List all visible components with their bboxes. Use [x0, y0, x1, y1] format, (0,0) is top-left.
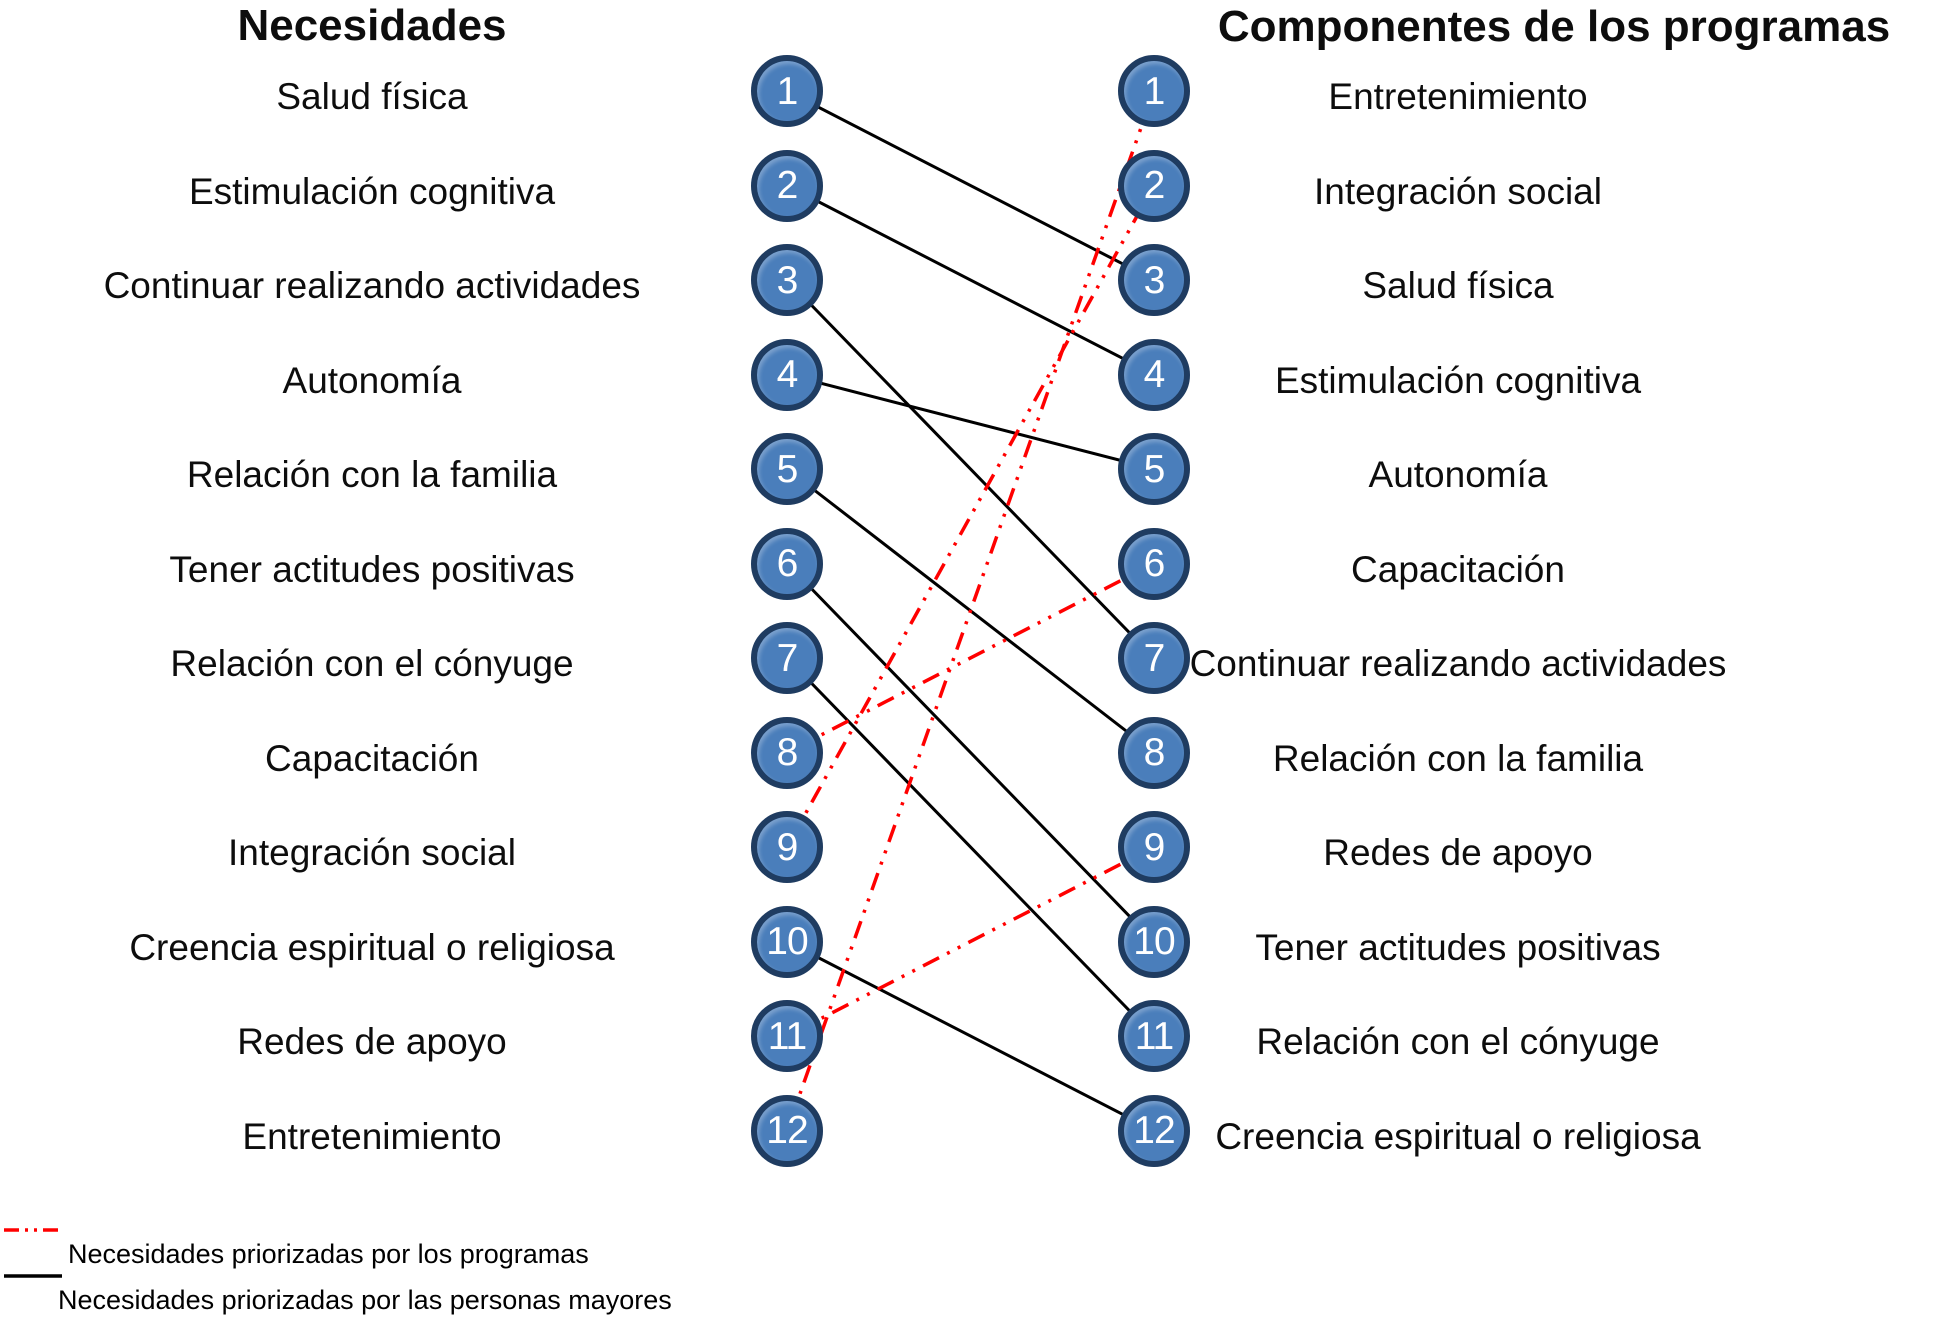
need-node-5: 5: [751, 433, 823, 505]
need-node-7: 7: [751, 622, 823, 694]
need-node-10: 10: [751, 905, 823, 978]
component-node-number-12: 12: [1133, 1109, 1175, 1152]
connection-elders-need2-component4: [786, 184, 1155, 376]
component-node-9: 9: [1118, 811, 1190, 883]
component-label-3: Salud física: [1362, 265, 1554, 306]
component-node-number-4: 4: [1143, 353, 1166, 396]
component-node-8: 8: [1118, 716, 1190, 789]
component-label-9: Redes de apoyo: [1323, 832, 1593, 873]
need-node-number-3: 3: [776, 258, 799, 302]
component-label-10: Tener actitudes positivas: [1255, 926, 1661, 968]
left-column-title: Necesidades: [237, 1, 507, 50]
need-label-10: Creencia espiritual o religiosa: [129, 926, 615, 968]
component-node-number-10: 10: [1133, 920, 1175, 963]
connection-programs-need12-component1: [785, 90, 1156, 1132]
need-node-2: 2: [751, 149, 823, 222]
component-label-1: Entretenimiento: [1328, 76, 1588, 117]
component-node-12: 12: [1118, 1094, 1190, 1167]
legend-elders-label: Necesidades priorizadas por las personas…: [58, 1285, 672, 1315]
component-label-2: Integración social: [1314, 170, 1602, 212]
legend-programs-label: Necesidades priorizadas por los programa…: [68, 1239, 589, 1269]
component-node-number-3: 3: [1143, 258, 1166, 302]
need-node-8: 8: [751, 716, 823, 789]
need-node-11: 11: [751, 1000, 823, 1072]
need-node-number-8: 8: [776, 731, 799, 774]
need-node-number-1: 1: [776, 69, 799, 113]
component-node-number-6: 6: [1143, 542, 1166, 585]
need-node-6: 6: [751, 527, 823, 600]
component-node-number-11: 11: [1134, 1014, 1174, 1058]
need-label-8: Capacitación: [265, 737, 479, 779]
need-label-7: Relación con el cónyuge: [170, 643, 574, 684]
component-node-3: 3: [1118, 244, 1190, 316]
need-node-9: 9: [751, 811, 823, 883]
need-node-3: 3: [751, 244, 823, 316]
need-label-1: Salud física: [276, 76, 468, 117]
right-column-title: Componentes de los programas: [1217, 2, 1891, 51]
need-node-number-2: 2: [776, 164, 799, 207]
component-node-number-9: 9: [1143, 825, 1166, 869]
component-label-11: Relación con el cónyuge: [1256, 1021, 1660, 1062]
need-node-12: 12: [751, 1094, 823, 1167]
component-node-1: 1: [1118, 55, 1190, 127]
need-node-1: 1: [751, 55, 823, 127]
need-node-number-12: 12: [766, 1109, 808, 1152]
component-node-10: 10: [1118, 905, 1190, 978]
connection-elders-need4-component5: [786, 373, 1155, 471]
need-node-number-11: 11: [767, 1014, 807, 1058]
component-label-12: Creencia espiritual o religiosa: [1215, 1115, 1701, 1157]
component-node-number-1: 1: [1143, 69, 1166, 113]
need-node-number-6: 6: [776, 542, 799, 585]
connection-elders-need1-component3: [786, 89, 1155, 282]
need-label-5: Relación con la familia: [186, 454, 558, 495]
need-label-3: Continuar realizando actividades: [103, 265, 641, 306]
component-node-6: 6: [1118, 527, 1190, 600]
component-label-6: Capacitación: [1351, 548, 1565, 590]
connection-elders-need6-component10: [785, 562, 1156, 943]
need-label-12: Entretenimiento: [242, 1115, 502, 1157]
connection-programs-need8-component6: [786, 561, 1155, 755]
connection-elders-need10-component12: [786, 940, 1155, 1132]
need-label-11: Redes de apoyo: [237, 1021, 507, 1062]
component-node-5: 5: [1118, 433, 1190, 505]
component-node-number-8: 8: [1143, 731, 1166, 774]
need-node-number-7: 7: [776, 636, 799, 680]
component-node-11: 11: [1118, 1000, 1190, 1072]
need-node-number-4: 4: [776, 353, 799, 396]
component-label-5: Autonomía: [1368, 454, 1548, 495]
component-label-8: Relación con la familia: [1272, 737, 1644, 779]
component-label-4: Estimulación cognitiva: [1274, 359, 1642, 401]
component-node-number-2: 2: [1143, 164, 1166, 207]
need-node-4: 4: [751, 338, 823, 411]
legend-elders-line-swatch: [4, 1274, 62, 1278]
need-node-number-5: 5: [776, 447, 799, 491]
need-label-2: Estimulación cognitiva: [188, 170, 556, 212]
component-node-number-7: 7: [1143, 636, 1166, 680]
need-node-number-10: 10: [766, 920, 808, 963]
component-label-7: Continuar realizando actividades: [1189, 643, 1727, 684]
need-label-4: Autonomía: [282, 359, 462, 401]
connection-programs-need11-component9: [786, 845, 1155, 1038]
legend-programs-line-swatch: [4, 1228, 60, 1232]
need-label-6: Tener actitudes positivas: [169, 548, 575, 590]
connection-programs-need9-component2: [785, 184, 1156, 848]
component-node-4: 4: [1118, 338, 1190, 411]
need-label-9: Integración social: [228, 832, 516, 873]
component-node-number-5: 5: [1143, 447, 1166, 491]
component-node-2: 2: [1118, 149, 1190, 222]
need-node-number-9: 9: [776, 825, 799, 869]
component-node-7: 7: [1118, 622, 1190, 694]
connection-elders-need3-component7: [785, 278, 1156, 660]
